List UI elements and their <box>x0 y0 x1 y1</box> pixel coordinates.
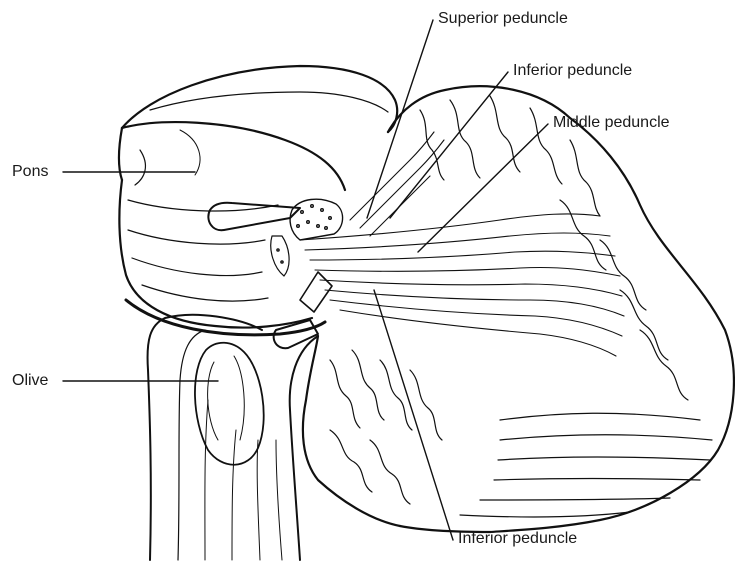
leader-inferior-peduncle-bottom <box>374 290 453 540</box>
medulla <box>148 315 318 560</box>
label-inferior-peduncle-top: Inferior peduncle <box>513 62 632 80</box>
label-inferior-peduncle-bottom: Inferior peduncle <box>458 530 577 548</box>
leader-middle-peduncle <box>418 124 548 252</box>
peduncle-fibres <box>300 132 624 356</box>
label-middle-peduncle: Middle peduncle <box>553 114 670 132</box>
label-olive: Olive <box>12 372 48 390</box>
label-pons: Pons <box>12 163 48 181</box>
leader-lines <box>63 20 548 540</box>
pons <box>119 66 397 335</box>
label-superior-peduncle: Superior peduncle <box>438 10 568 28</box>
olive-structure <box>195 343 264 465</box>
